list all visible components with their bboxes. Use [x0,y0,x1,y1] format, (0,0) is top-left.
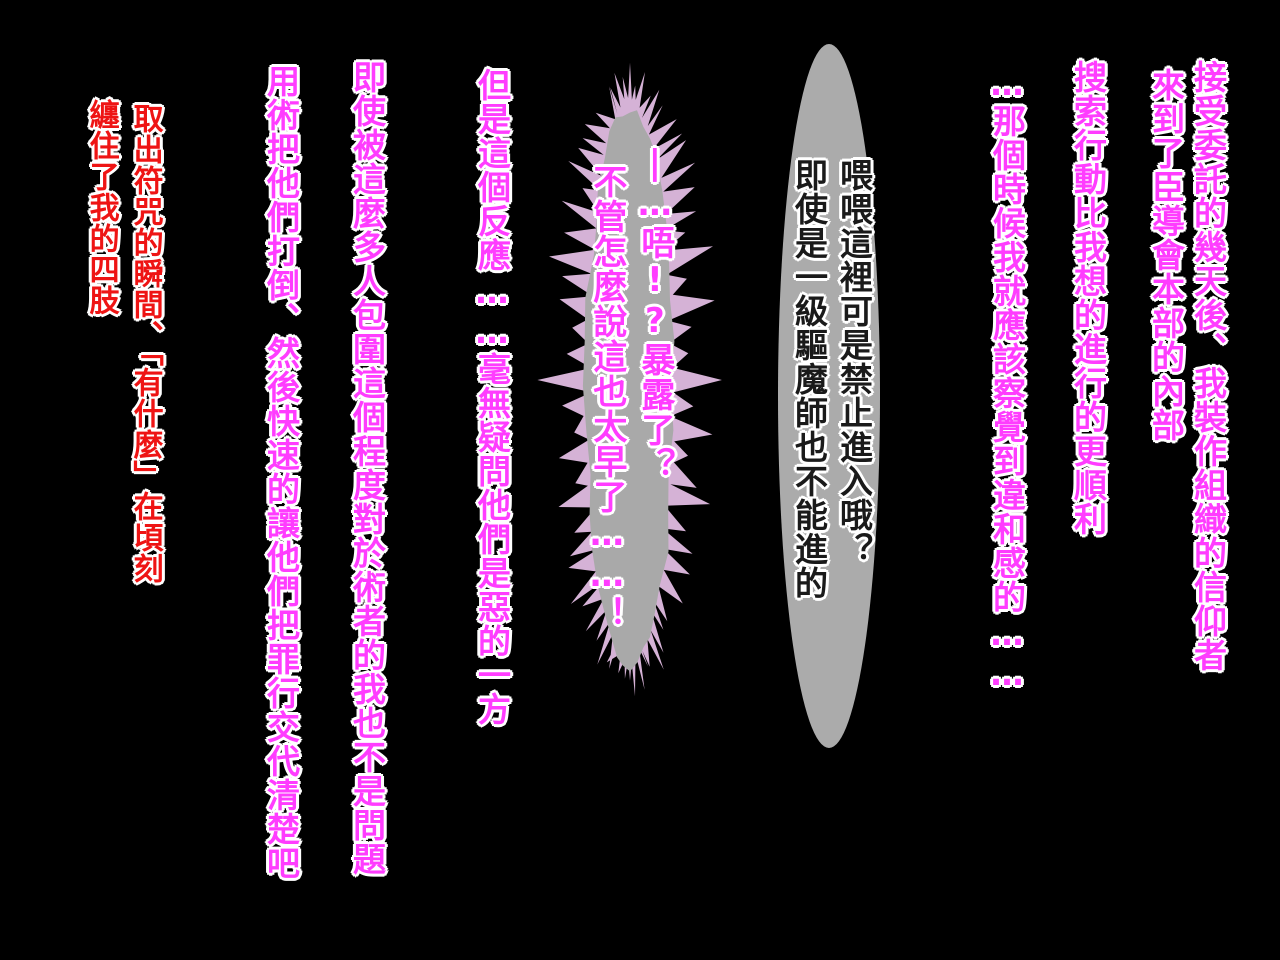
narration-column-7: 用術把他們打倒、然後快速的讓他們把罪行交代清楚吧 [261,64,301,880]
speech-ellipse-line-2: 即使是一級驅魔師也不能進的 [789,158,829,600]
red-caption-column-2: 纏住了我的四肢 [83,99,119,316]
narration-column-5: 但是這個反應……毫無疑問他們是惡的一方 [472,68,512,726]
red-caption-column-1: 取出符咒的瞬間、「有什麼」在頃刻 [127,103,163,584]
burst-speech-line-2: 不管怎麼說這也太早了……！ [586,164,627,631]
narration-column-4: …那個時候我就應該察覺到違和感的…… [987,64,1027,694]
narration-column-1: 接受委託的幾天後、我裝作組織的信仰者 [1188,60,1228,672]
burst-speech-line-1: |…唔!?暴露了？ [634,143,675,482]
narration-column-6: 即使被這麼多人包圍這個程度對於術者的我也不是問題 [347,60,387,876]
burst-bubble [537,62,722,697]
narration-column-2: 來到了臣導會本部的內部 [1146,68,1186,442]
speech-ellipse-line-1: 喂喂這裡可是禁止進入哦？ [834,158,874,566]
speech-bubble-ellipse [778,44,880,748]
narration-column-3: 搜索行動比我想的進行的更順利 [1068,60,1108,536]
burst-core [582,110,675,672]
